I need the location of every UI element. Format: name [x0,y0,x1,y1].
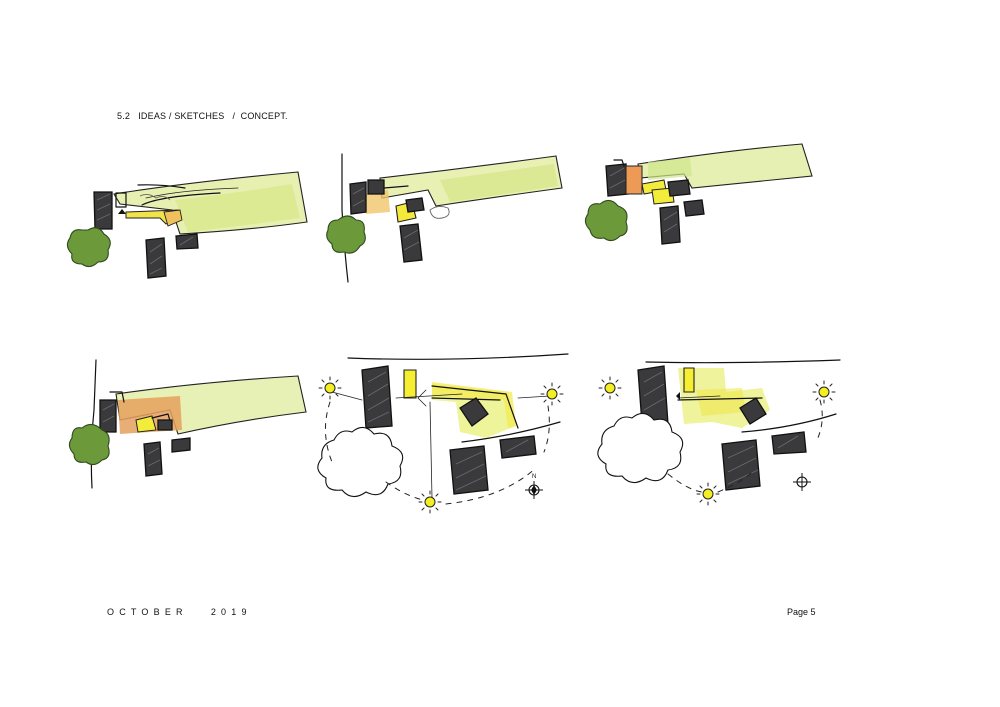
tree-icon [326,215,366,254]
concept-sketch-3 [584,143,813,245]
tree-icon [66,227,111,268]
north-label: N [532,474,536,480]
cloud-icon [317,426,404,498]
sun-icon [318,376,342,400]
sun-icon [812,380,836,404]
page-number: Page 5 [787,607,816,617]
concept-sketch-6 [597,359,841,506]
tree-icon [584,199,628,242]
sun-icon [598,376,622,400]
concept-sketch-1 [66,171,308,279]
north-arrow-icon [793,473,811,491]
sun-icon [696,482,720,506]
concept-sketch-4 [68,359,307,489]
cloud-icon [597,412,684,484]
concept-sketch-2 [326,153,563,283]
concept-sketch-5: N [317,353,569,514]
sun-icon [418,490,442,514]
tree-icon [68,423,110,466]
footer-date: OCTOBER 2019 [107,607,252,617]
section-heading: 5.2 IDEAS / SKETCHES / CONCEPT. [117,111,288,121]
sun-icon [540,382,564,406]
north-arrow-icon [525,481,543,499]
